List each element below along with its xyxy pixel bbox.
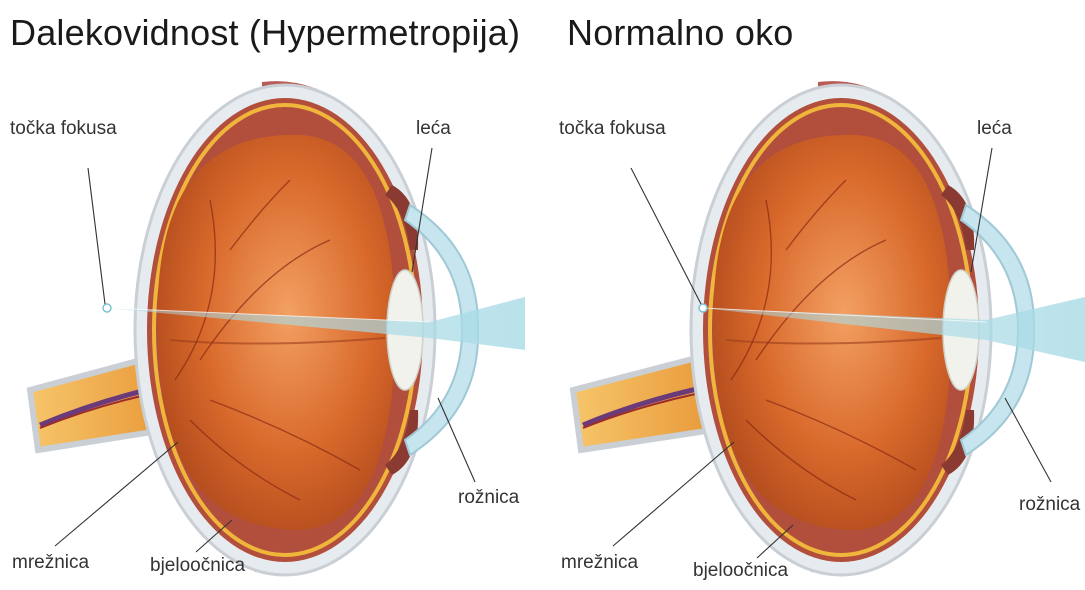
- focus-point: [699, 304, 707, 312]
- normal-eye-illustration: [543, 0, 1085, 590]
- focus-point-leader: [631, 168, 701, 304]
- sclera-label: bjeloočnica: [150, 555, 245, 577]
- hyperopia-panel: Dalekovidnost (Hypermetropija): [0, 0, 542, 590]
- cornea-label: rožnica: [1019, 494, 1080, 516]
- lens-label: leća: [977, 118, 1012, 140]
- focus-point-label: točka fokusa: [559, 118, 666, 140]
- focus-point: [103, 304, 111, 312]
- retina-leader: [55, 442, 178, 546]
- lens-label: leća: [416, 118, 451, 140]
- focus-point-leader: [88, 168, 105, 304]
- retina-label: mrežnica: [12, 552, 89, 574]
- focus-point-label: točka fokusa: [10, 118, 117, 140]
- cornea-leader: [1005, 398, 1051, 482]
- normal-eye-panel: Normalno oko: [543, 0, 1085, 590]
- retina-label: mrežnica: [561, 552, 638, 574]
- cornea-label: rožnica: [458, 487, 519, 509]
- sclera-label: bjeloočnica: [693, 560, 788, 582]
- retina-leader: [613, 442, 734, 546]
